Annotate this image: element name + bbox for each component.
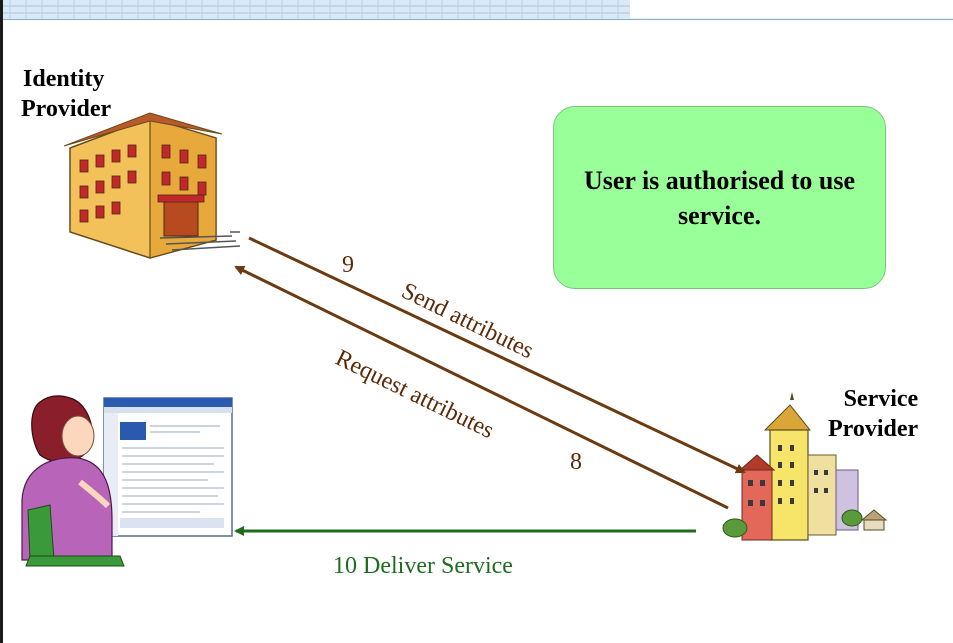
- user-at-computer-icon: [21, 395, 233, 567]
- service-provider-label-line2: Provider: [828, 416, 919, 442]
- authorisation-notice-text: User is authorised to use service.: [583, 165, 856, 230]
- identity-provider-label: Identity Provider: [21, 64, 112, 124]
- service-provider-buildings-icon: [722, 392, 888, 541]
- request-attributes-arrow: [234, 265, 729, 510]
- step-9-number: 9: [342, 252, 354, 278]
- service-provider-label: Service Provider: [828, 384, 919, 444]
- step-8-label: Request attributes: [331, 345, 498, 444]
- service-provider-label-line1: Service: [843, 386, 919, 412]
- identity-provider-label-line1: Identity: [23, 66, 105, 92]
- step-9-label: Send attributes: [397, 278, 537, 364]
- header-band: [0, 0, 953, 20]
- authorisation-notice: User is authorised to use service.: [553, 106, 886, 289]
- step-8-number: 8: [570, 449, 582, 475]
- slide-left-border: [0, 0, 3, 643]
- step-10-label: 10 Deliver Service: [333, 553, 513, 579]
- send-attributes-arrow: [248, 236, 746, 474]
- identity-provider-building-icon: [63, 112, 241, 259]
- identity-provider-label-line2: Provider: [21, 96, 112, 122]
